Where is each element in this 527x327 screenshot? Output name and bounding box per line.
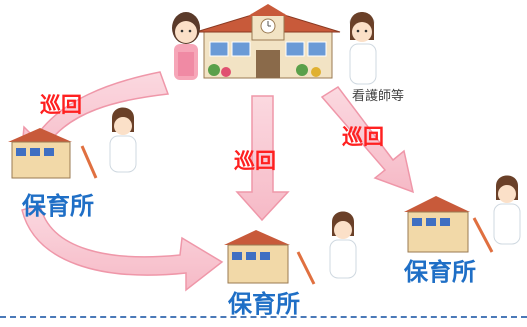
nursery-label-bottom: 保育所 <box>224 292 304 316</box>
teacher-icon <box>172 12 200 80</box>
patrol-label-center: 巡回 <box>234 149 276 173</box>
patrol-label-left: 巡回 <box>40 93 82 117</box>
nurse-icon <box>109 107 137 173</box>
patrol-arrow-left-bottom <box>21 204 224 292</box>
patrol-arrow-down <box>235 95 290 222</box>
nursery-building-icon <box>404 196 494 253</box>
nursery-label-right: 保育所 <box>404 258 476 286</box>
nurse-icon <box>349 12 377 85</box>
dashed-divider <box>0 316 527 318</box>
central-school-building-icon <box>195 4 341 79</box>
patrol-arrow-diagonal <box>320 85 415 194</box>
nursery-building-icon <box>224 230 316 285</box>
nurse-icon <box>329 211 357 279</box>
nurse-icon <box>493 175 521 245</box>
nurse-caption: 看護師等 <box>352 89 405 104</box>
nursery-label-left: 保育所 <box>22 192 94 220</box>
patrol-label-right: 巡回 <box>342 125 384 149</box>
nursery-building-icon <box>8 128 98 179</box>
